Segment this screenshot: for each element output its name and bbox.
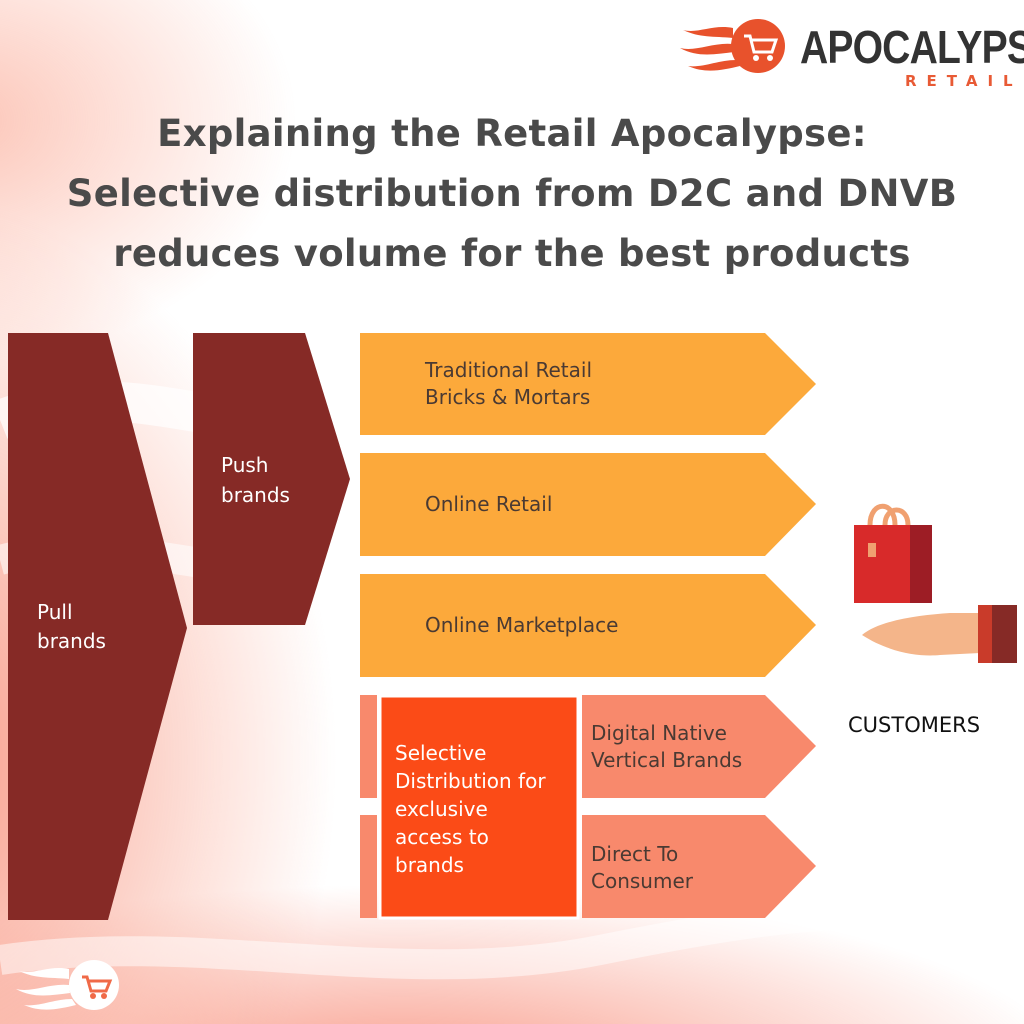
title-line-2: Selective distribution from D2C and DNVB: [66, 172, 958, 215]
channel-arrow-traditional: [360, 333, 816, 435]
selective-side-bar-top: [360, 695, 377, 798]
channel-traditional-label: Traditional Retail Bricks & Mortars: [425, 358, 593, 409]
channel-arrow-online-retail: [360, 453, 816, 556]
footer-logo-icon: [16, 960, 119, 1010]
selective-side-bar-bottom: [360, 815, 377, 918]
logo-name: APOCALYPSE: [800, 21, 1024, 73]
selective-distribution-label: Selective Distribution for exclusive acc…: [395, 741, 546, 877]
channel-arrow-marketplace: [360, 574, 816, 677]
pull-brands-label: Pull brands: [37, 600, 106, 653]
push-brands-shape: [193, 333, 350, 625]
channel-marketplace-label: Online Marketplace: [425, 613, 619, 637]
logo-subtitle: RETAIL: [905, 72, 1023, 90]
channel-arrow-d2c: [582, 815, 816, 918]
push-brands-label: Push brands: [221, 453, 290, 507]
pull-brands-shape: [8, 333, 187, 920]
selective-box: [378, 694, 580, 920]
dnvb-label: Digital Native Vertical Brands: [591, 721, 743, 772]
title-line-1: Explaining the Retail Apocalypse:: [157, 112, 867, 155]
customers-label: CUSTOMERS: [848, 713, 981, 737]
channel-online-retail-label: Online Retail: [425, 492, 553, 516]
page-title: Explaining the Retail Apocalypse: Select…: [0, 104, 1024, 284]
flame-cart-logo-icon: [680, 19, 785, 73]
d2c-label: Direct To Consumer: [591, 842, 693, 893]
customer-bag-hand-icon: [854, 503, 1017, 663]
title-line-3: reduces volume for the best products: [113, 232, 911, 275]
channel-arrow-dnvb: [582, 695, 816, 798]
